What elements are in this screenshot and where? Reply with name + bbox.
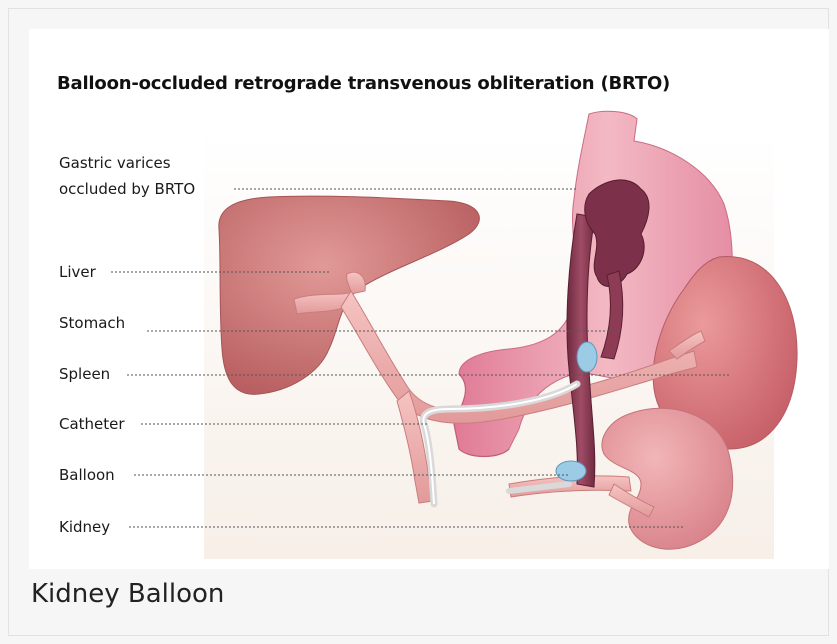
label-stomach: Stomach (59, 313, 125, 333)
label-catheter: Catheter (59, 414, 125, 434)
balloon-lower (556, 461, 586, 481)
label-gastric-varices-line2: occluded by BRTO (59, 179, 195, 199)
label-balloon: Balloon (59, 465, 115, 485)
label-spleen: Spleen (59, 364, 110, 384)
balloon-upper (577, 342, 597, 372)
label-gastric-varices-line1: Gastric varices (59, 153, 171, 173)
label-liver: Liver (59, 262, 96, 282)
brto-illustration: Balloon-occluded retrograde transvenous … (29, 29, 829, 569)
image-caption: Kidney Balloon (31, 579, 224, 609)
diagram-title: Balloon-occluded retrograde transvenous … (57, 73, 670, 94)
figure-card: Balloon-occluded retrograde transvenous … (8, 8, 829, 636)
anatomy-drawing (29, 29, 829, 569)
label-kidney: Kidney (59, 517, 110, 537)
